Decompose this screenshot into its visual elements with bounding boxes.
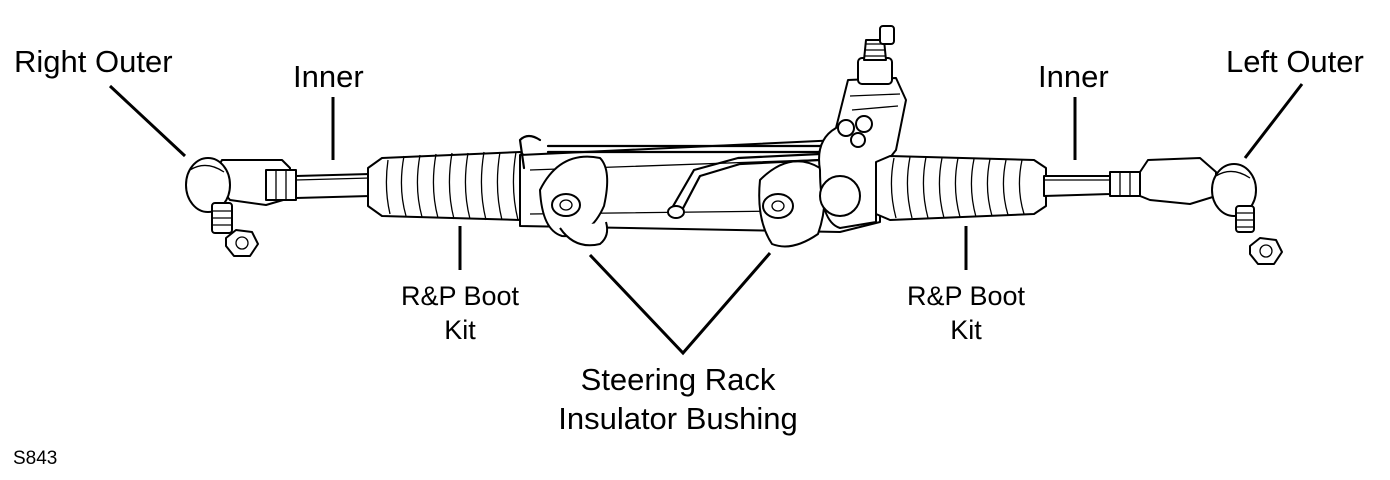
label-left-outer: Left Outer: [1226, 44, 1364, 79]
left-outer-tie-rod-end: [1109, 157, 1283, 265]
label-rp-boot-left-line2: Kit: [444, 315, 476, 346]
label-bushing-line1: Steering Rack: [580, 362, 776, 397]
label-inner-right: Inner: [1038, 59, 1109, 94]
rp-boot-left: [367, 151, 531, 221]
label-rp-boot-left-line1: R&P Boot: [400, 281, 520, 311]
rack-housing: [518, 134, 881, 248]
label-inner-left: Inner: [293, 59, 364, 94]
label-rp-boot-kit-left: R&P Boot Kit: [384, 279, 536, 348]
leader-lines: [108, 83, 1304, 356]
rp-boot-right: [875, 155, 1047, 221]
leader-left-outer: [1243, 83, 1304, 159]
label-right-outer: Right Outer: [14, 44, 173, 79]
pinion-valve-body: [818, 25, 907, 229]
inner-tie-rod-left: [295, 173, 371, 199]
right-outer-tie-rod-end: [185, 157, 297, 257]
label-rp-boot-kit-right: R&P Boot Kit: [890, 279, 1042, 348]
leader-bushing: [588, 252, 772, 356]
label-rp-boot-right-line1: R&P Boot: [906, 281, 1026, 311]
leader-right-outer: [108, 84, 187, 158]
inner-tie-rod-right: [1043, 175, 1111, 197]
figure-code: S843: [13, 448, 58, 469]
label-rp-boot-right-line2: Kit: [950, 315, 982, 346]
label-bushing-line2: Insulator Bushing: [558, 401, 798, 437]
label-steering-rack-insulator-bushing: Steering Rack Insulator Bushing: [533, 360, 823, 439]
